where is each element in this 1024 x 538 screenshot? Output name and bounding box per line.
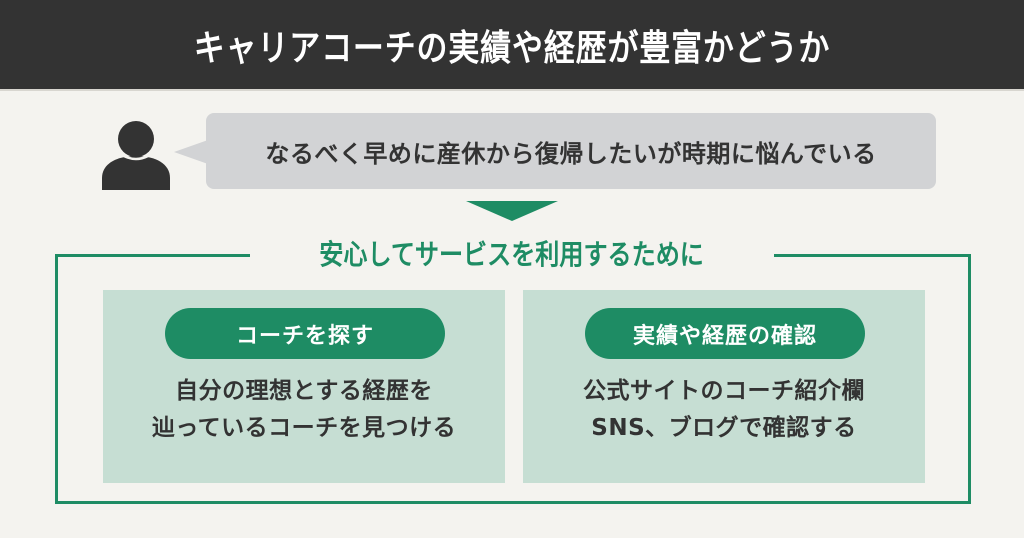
- card-line: 公式サイトのコーチ紹介欄: [583, 378, 865, 404]
- speech-bubble-tail: [174, 140, 208, 164]
- card-description: 自分の理想とする経歴を 辿っているコーチを見つける: [103, 373, 505, 447]
- card-find-coach: コーチを探す 自分の理想とする経歴を 辿っているコーチを見つける: [103, 290, 505, 483]
- card-label: 実績や経歴の確認: [632, 323, 817, 349]
- card-line: SNS、ブログで確認する: [591, 415, 857, 441]
- header-divider: [0, 89, 1024, 91]
- card-verify-record: 実績や経歴の確認 公式サイトのコーチ紹介欄 SNS、ブログで確認する: [523, 290, 925, 483]
- card-label-badge: コーチを探す: [165, 308, 445, 359]
- speech-bubble: なるべく早めに産休から復帰したいが時期に悩んでいる: [206, 113, 936, 189]
- arrow-down-icon: [466, 201, 558, 221]
- card-description: 公式サイトのコーチ紹介欄 SNS、ブログで確認する: [523, 373, 925, 447]
- card-label: コーチを探す: [235, 323, 374, 349]
- page-title: キャリアコーチの実績や経歴が豊富かどうか: [193, 27, 831, 69]
- section-heading: 安心してサービスを利用するために: [250, 232, 774, 274]
- card-line: 辿っているコーチを見つける: [151, 415, 457, 441]
- card-label-badge: 実績や経歴の確認: [585, 308, 865, 359]
- person-icon: [102, 120, 170, 190]
- header-bar: キャリアコーチの実績や経歴が豊富かどうか: [0, 0, 1024, 89]
- card-line: 自分の理想とする経歴を: [175, 378, 433, 404]
- section-title: 安心してサービスを利用するために: [319, 238, 705, 271]
- speech-text: なるべく早めに産休から復帰したいが時期に悩んでいる: [265, 139, 877, 168]
